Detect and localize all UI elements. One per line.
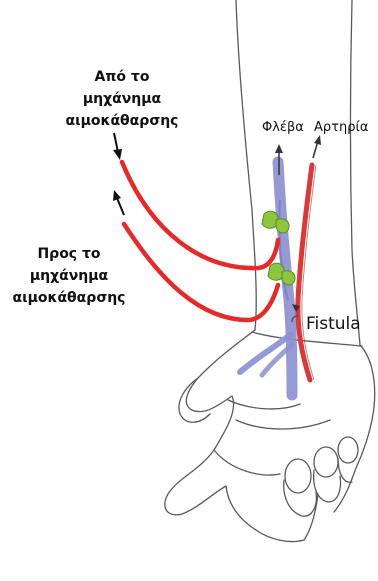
inflow-arrow-icon [113, 149, 122, 160]
artery-label: Αρτηρία [314, 120, 368, 135]
vein-label: Φλέβα [262, 120, 304, 135]
to-machine-line-1: Προς το [4, 243, 134, 265]
tube-arrows [113, 133, 124, 215]
to-machine-line-2: μηχάνημα [4, 265, 134, 287]
to-machine-label: Προς το μηχάνημα αιμοκάθαρσης [4, 243, 134, 309]
from-machine-line-2: μηχάνημα [62, 88, 182, 110]
dialysis-tubes [122, 162, 278, 320]
artery-arrow-icon [314, 135, 321, 145]
artery-vessel [298, 165, 316, 380]
to-machine-line-3: αιμοκάθαρσης [4, 287, 134, 309]
from-machine-label: Από το μηχάνημα αιμοκάθαρσης [62, 66, 182, 132]
vein-arrow-icon [275, 144, 283, 153]
from-machine-line-3: αιμοκάθαρσης [62, 110, 182, 132]
fistula-label: Fistula [306, 314, 361, 334]
outflow-arrow-icon [113, 190, 121, 201]
from-machine-line-1: Από το [62, 66, 182, 88]
